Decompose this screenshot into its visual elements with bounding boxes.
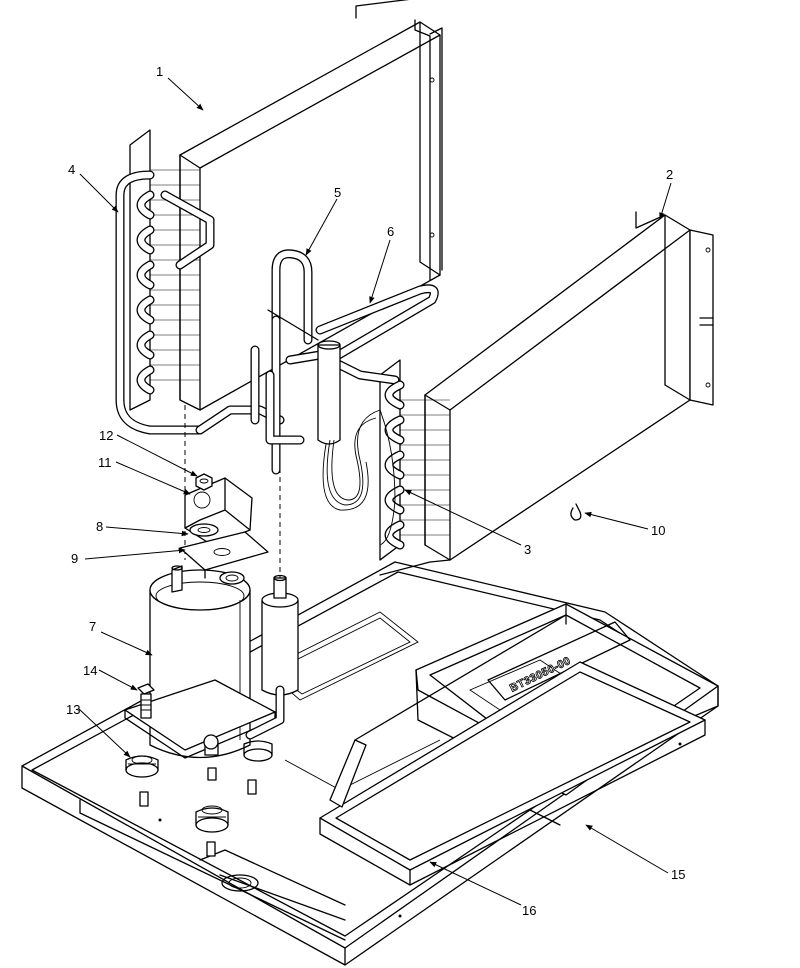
callout-11: 11 [98,455,112,470]
accumulator-upper [317,340,341,445]
terminal-bracket [179,531,269,579]
callout-7: 7 [89,619,96,634]
return-bends-left [115,170,285,435]
grommet-rear [243,740,273,762]
callout-labels: 1 2 3 4 5 6 7 8 9 10 11 12 13 14 15 16 [66,64,685,918]
accumulator-lower [245,574,299,740]
base-studs [139,767,257,857]
callout-6: 6 [387,224,394,239]
callout-9: 9 [71,551,78,566]
coil-fins-right [400,399,450,536]
callout-8: 8 [96,519,103,534]
capillary-tubes [322,409,396,546]
nut [195,473,213,491]
callout-15: 15 [671,867,685,882]
compressor [124,565,276,759]
callout-5: 5 [334,185,341,200]
condenser-coil-upper [129,0,443,411]
callout-12: 12 [99,428,113,443]
callout-leaders [78,77,672,906]
drain-pan [319,614,706,886]
callout-3: 3 [524,542,531,557]
mounting-bolt [137,683,155,719]
clip [570,503,582,521]
terminal-gasket [189,523,219,537]
callout-16: 16 [522,903,536,918]
discharge-line [267,249,319,475]
callout-14: 14 [83,663,97,678]
callout-1: 1 [156,64,163,79]
condenser-coil-right [379,211,714,576]
callout-13: 13 [66,702,80,717]
grommet-left [125,755,159,778]
return-bends-right [384,380,405,550]
coil-fins-upper [150,169,200,381]
callout-4: 4 [68,162,75,177]
callout-2: 2 [666,167,673,182]
grommet-center [195,805,229,833]
callout-10: 10 [651,523,665,538]
